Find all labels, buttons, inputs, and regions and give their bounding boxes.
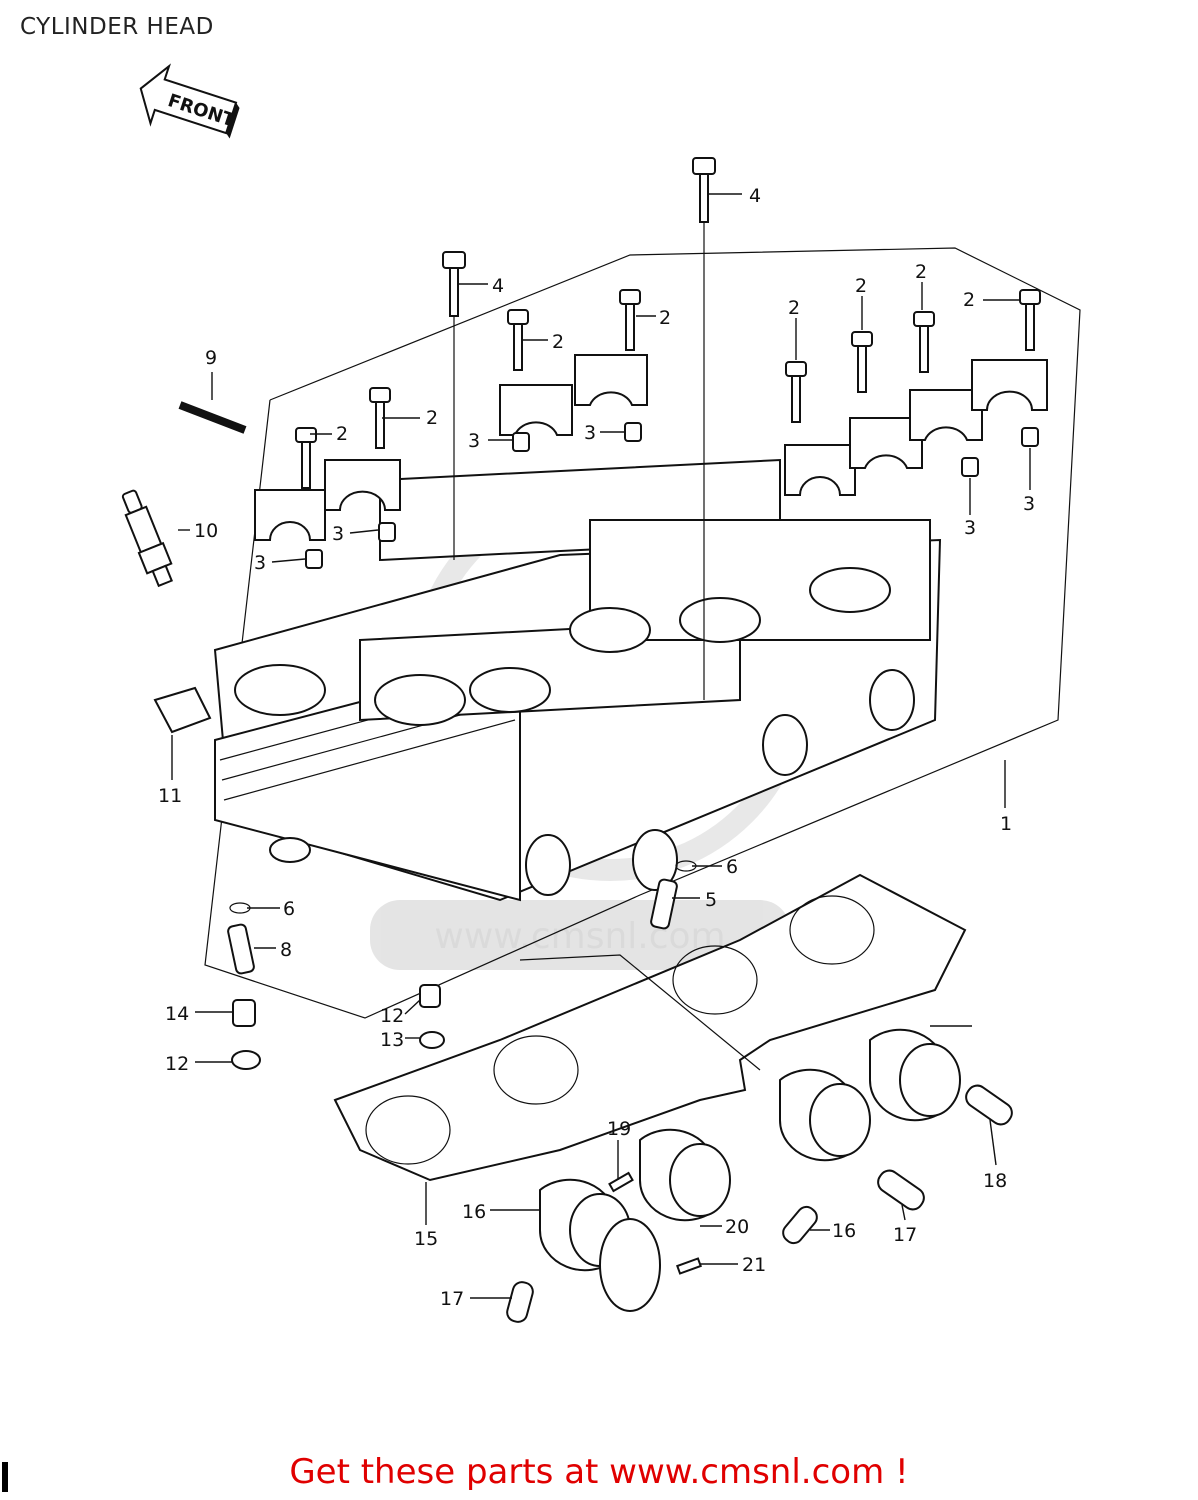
page-title: CYLINDER HEAD [20, 14, 214, 40]
callout-5: 5 [705, 889, 717, 911]
callout-10: 11 [158, 785, 182, 807]
callout-3: 3 [332, 523, 344, 545]
rubber-cap [153, 686, 212, 734]
callout-16: 17 [893, 1224, 917, 1246]
vacuum-caps [506, 1084, 1013, 1323]
oil-plugs-and-washers [231, 984, 445, 1070]
spark-plug [121, 489, 173, 588]
callout-2: 2 [659, 307, 671, 329]
callout-3: 3 [584, 422, 596, 444]
callout-2: 2 [963, 289, 975, 311]
assembly-outline [204, 247, 1081, 1019]
callout-2: 2 [426, 407, 438, 429]
camshaft-caps [254, 354, 1048, 541]
callout-14: 15 [414, 1228, 438, 1250]
callout-11: 12 [380, 1005, 404, 1027]
callout-20: 21 [742, 1254, 766, 1276]
callout-6: 6 [726, 856, 738, 878]
corner-mark [2, 1462, 8, 1492]
leader-lines [171, 193, 1031, 1299]
callout-7: 8 [280, 939, 292, 961]
callout-17: 18 [983, 1170, 1007, 1192]
callout-12: 12 [165, 1053, 189, 1075]
callout-12: 13 [380, 1029, 404, 1051]
callout-4: 4 [749, 185, 761, 207]
callout-17: 17 [440, 1288, 464, 1310]
callout-1: 1 [1000, 813, 1012, 835]
callout-19: 20 [725, 1216, 749, 1238]
callout-labels: 4 4 2 2 2 2 2 2 2 2 3 3 3 3 3 3 1 9 10 1… [158, 185, 1035, 1310]
callout-9: 10 [194, 520, 218, 542]
get-parts-link[interactable]: Get these parts at www.cmsnl.com ! [289, 1452, 909, 1492]
callout-4: 4 [492, 275, 504, 297]
head-bolts [442, 157, 716, 700]
callout-2: 2 [855, 275, 867, 297]
callout-3: 3 [468, 430, 480, 452]
callout-8: 9 [205, 347, 217, 369]
callout-15: 16 [462, 1201, 486, 1223]
carburetor-holders [538, 1028, 961, 1312]
callout-2: 2 [552, 331, 564, 353]
callout-2: 2 [915, 261, 927, 283]
callout-3: 3 [254, 552, 266, 574]
dowel-pins [305, 422, 1039, 569]
valve-guides [227, 860, 697, 975]
callout-2: 2 [788, 297, 800, 319]
callout-3: 3 [1023, 493, 1035, 515]
head-gasket [333, 873, 967, 1182]
callout-16: 16 [832, 1220, 856, 1242]
watermark-text: www.cmsnl.com [434, 916, 725, 957]
callout-2: 2 [336, 423, 348, 445]
callout-13: 14 [165, 1003, 189, 1025]
callout-18: 19 [607, 1118, 631, 1140]
callout-3: 3 [964, 517, 976, 539]
cylinder-head-body [213, 458, 942, 902]
cap-bolts [295, 289, 1041, 489]
callout-6: 6 [283, 898, 295, 920]
front-direction-arrow: FRONT [139, 63, 240, 139]
stud [178, 401, 247, 434]
